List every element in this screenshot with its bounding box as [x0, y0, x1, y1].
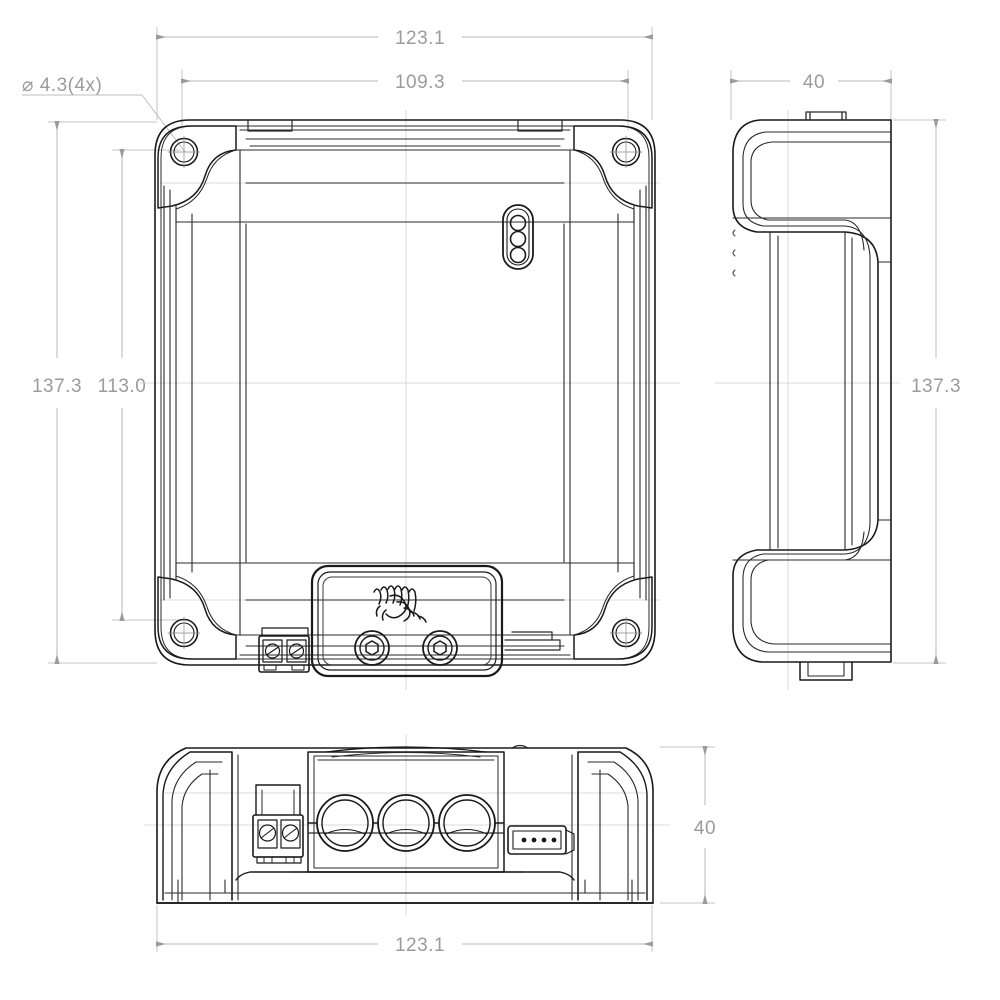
dimension-label-front-overall-width: 123.1 — [395, 28, 445, 49]
side-left-vent-marks — [732, 229, 736, 277]
led-indicator-1 — [509, 214, 527, 232]
connector-pin-4 — [551, 837, 557, 843]
dimension-front-overall-width — [156, 27, 653, 120]
dimension-label-front-inner-width: 109.3 — [395, 72, 445, 93]
terminal-screw-1 — [264, 643, 281, 659]
led-indicator-3 — [509, 246, 527, 264]
dimension-label-bottom-height: 40 — [694, 818, 716, 839]
terminal-cover-block — [310, 564, 504, 678]
front-bottom-seam — [235, 562, 575, 656]
bottom-outline — [156, 747, 654, 904]
front-top-tabs — [247, 120, 563, 132]
side-centerlines — [714, 109, 901, 691]
pin-connector-4way — [503, 825, 575, 855]
front-side-ribs — [163, 185, 647, 601]
victron-wave-logo — [373, 585, 427, 623]
dimension-label-front-overall-height: 137.3 — [32, 376, 82, 397]
led-indicator-2 — [509, 230, 527, 248]
side-bottom-foot — [799, 661, 853, 681]
bottom-view — [144, 734, 671, 916]
bottom-terminal-screw-1 — [258, 824, 277, 842]
screw-terminal-block-front — [258, 627, 310, 673]
hole-callout-leader — [22, 94, 186, 153]
dimension-label-side-height: 137.3 — [911, 376, 961, 397]
dimension-label-front-inner-height: 113.0 — [98, 376, 147, 397]
dimension-layer — [22, 27, 946, 952]
hex-terminal-left — [354, 630, 390, 666]
dimension-front-inner-height — [112, 149, 180, 621]
dimension-bottom-height — [660, 746, 715, 904]
dimension-side-height — [893, 119, 946, 664]
bottom-left-shoulder — [162, 751, 239, 901]
dimension-label-bottom-width: 123.1 — [395, 935, 445, 956]
dimension-bottom-width — [156, 905, 653, 952]
connector-pin-2 — [531, 837, 537, 843]
dimension-front-overall-height — [48, 121, 157, 664]
led-indicator-cluster — [502, 204, 534, 270]
front-view — [139, 109, 681, 691]
hex-terminal-right — [422, 630, 458, 666]
side-interior-lines — [732, 131, 892, 653]
dimension-label-hole-callout: ⌀ 4.3(4x) — [22, 75, 102, 96]
screw-terminal-block-bottom — [252, 784, 304, 864]
bottom-base-plinth — [156, 871, 654, 904]
terminal-screw-2 — [288, 643, 305, 659]
front-lower-right-tab — [504, 631, 561, 651]
dimension-side-depth — [730, 70, 892, 120]
connector-pin-3 — [541, 837, 547, 843]
dimension-front-inner-width — [181, 70, 629, 130]
right-side-view — [714, 109, 901, 691]
front-lid-seam — [235, 129, 575, 223]
connector-pin-1 — [521, 837, 527, 843]
dimension-label-side-depth: 40 — [803, 72, 825, 93]
side-top-tab — [805, 111, 847, 121]
bottom-terminal-screw-2 — [281, 824, 300, 842]
enclosure-outline — [154, 119, 656, 666]
bottom-top-nub — [511, 744, 529, 749]
bottom-right-shoulder — [571, 751, 648, 901]
